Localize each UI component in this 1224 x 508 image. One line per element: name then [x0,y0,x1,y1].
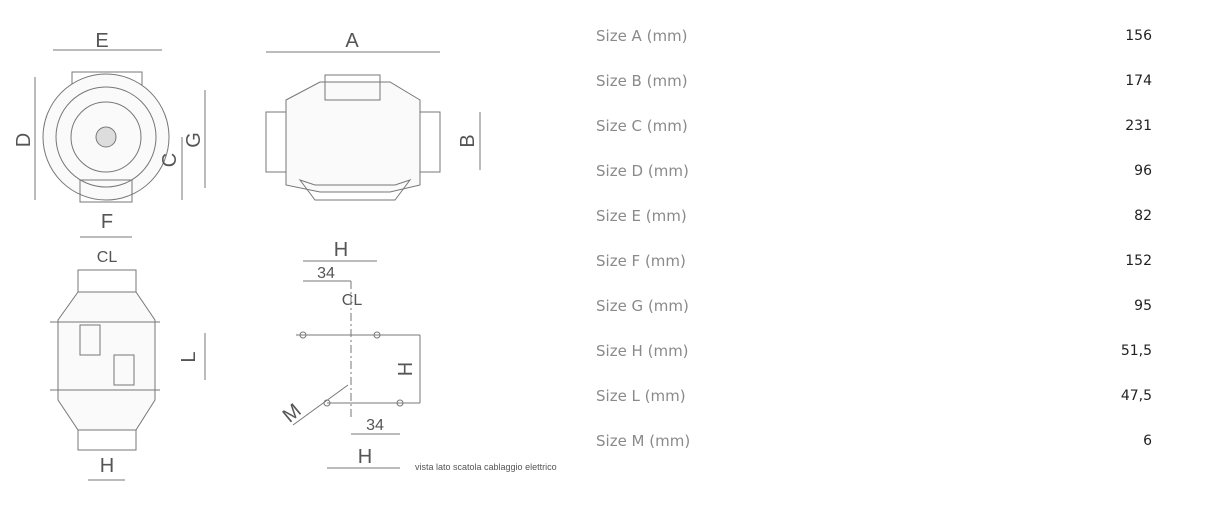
label-c: C [159,153,181,167]
label-h: H [100,455,114,477]
label-cl: CL [97,249,118,266]
label-d: D [13,133,35,147]
technical-drawing: E D G C F A B CL L [13,30,557,481]
spec-value: 152 [1125,253,1152,269]
label-a: A [345,30,359,52]
spec-label: Size E (mm) [596,207,687,225]
spec-row: Size A (mm) 156 [596,27,1152,82]
spec-value: 96 [1134,163,1152,179]
specs-table: Size A (mm) 156 Size B (mm) 174 Size C (mm… [596,27,1152,487]
spec-row: Size E (mm) 82 [596,207,1152,262]
spec-label: Size G (mm) [596,297,689,315]
label-h-bottom: H [358,446,372,468]
spec-value: 6 [1143,433,1152,449]
drawing-caption: vista lato scatola cablaggio elettrico [415,462,557,472]
wiring-box-view: H 34 CL H M 34 H vista lato scatola cabl… [279,239,557,472]
label-l: L [178,351,200,362]
label-h-top: H [334,239,348,261]
label-h-side: H [395,362,417,376]
label-g: G [183,132,205,148]
label-e: E [95,30,108,52]
label-34-top: 34 [317,265,335,282]
spec-row: Size B (mm) 174 [596,72,1152,127]
spec-value: 82 [1134,208,1152,224]
spec-label: Size B (mm) [596,72,688,90]
spec-value: 95 [1134,298,1152,314]
spec-label: Size L (mm) [596,387,686,405]
spec-label: Size F (mm) [596,252,686,270]
label-f: F [101,211,113,233]
top-view: CL L H [50,249,206,481]
spec-row: Size F (mm) 152 [596,252,1152,307]
label-b: B [457,134,479,147]
spec-value: 47,5 [1120,388,1152,404]
spec-row: Size D (mm) 96 [596,162,1152,217]
spec-value: 231 [1125,118,1152,134]
spec-row: Size C (mm) 231 [596,117,1152,172]
spec-value: 174 [1125,73,1152,89]
spec-label: Size H (mm) [596,342,689,360]
label-34-bottom: 34 [366,417,384,434]
spec-row: Size M (mm) 6 [596,432,1152,487]
spec-label: Size C (mm) [596,117,688,135]
spec-label: Size A (mm) [596,27,688,45]
spec-label: Size M (mm) [596,432,691,450]
spec-label: Size D (mm) [596,162,689,180]
spec-row: Size G (mm) 95 [596,297,1152,352]
spec-row: Size H (mm) 51,5 [596,342,1152,397]
spec-value: 51,5 [1120,343,1152,359]
label-cl-2: CL [342,292,363,309]
label-m: M [279,400,306,428]
spec-value: 156 [1125,28,1152,44]
spec-row: Size L (mm) 47,5 [596,387,1152,442]
front-view: E D G C F [13,30,206,238]
side-view: A B [265,30,481,201]
